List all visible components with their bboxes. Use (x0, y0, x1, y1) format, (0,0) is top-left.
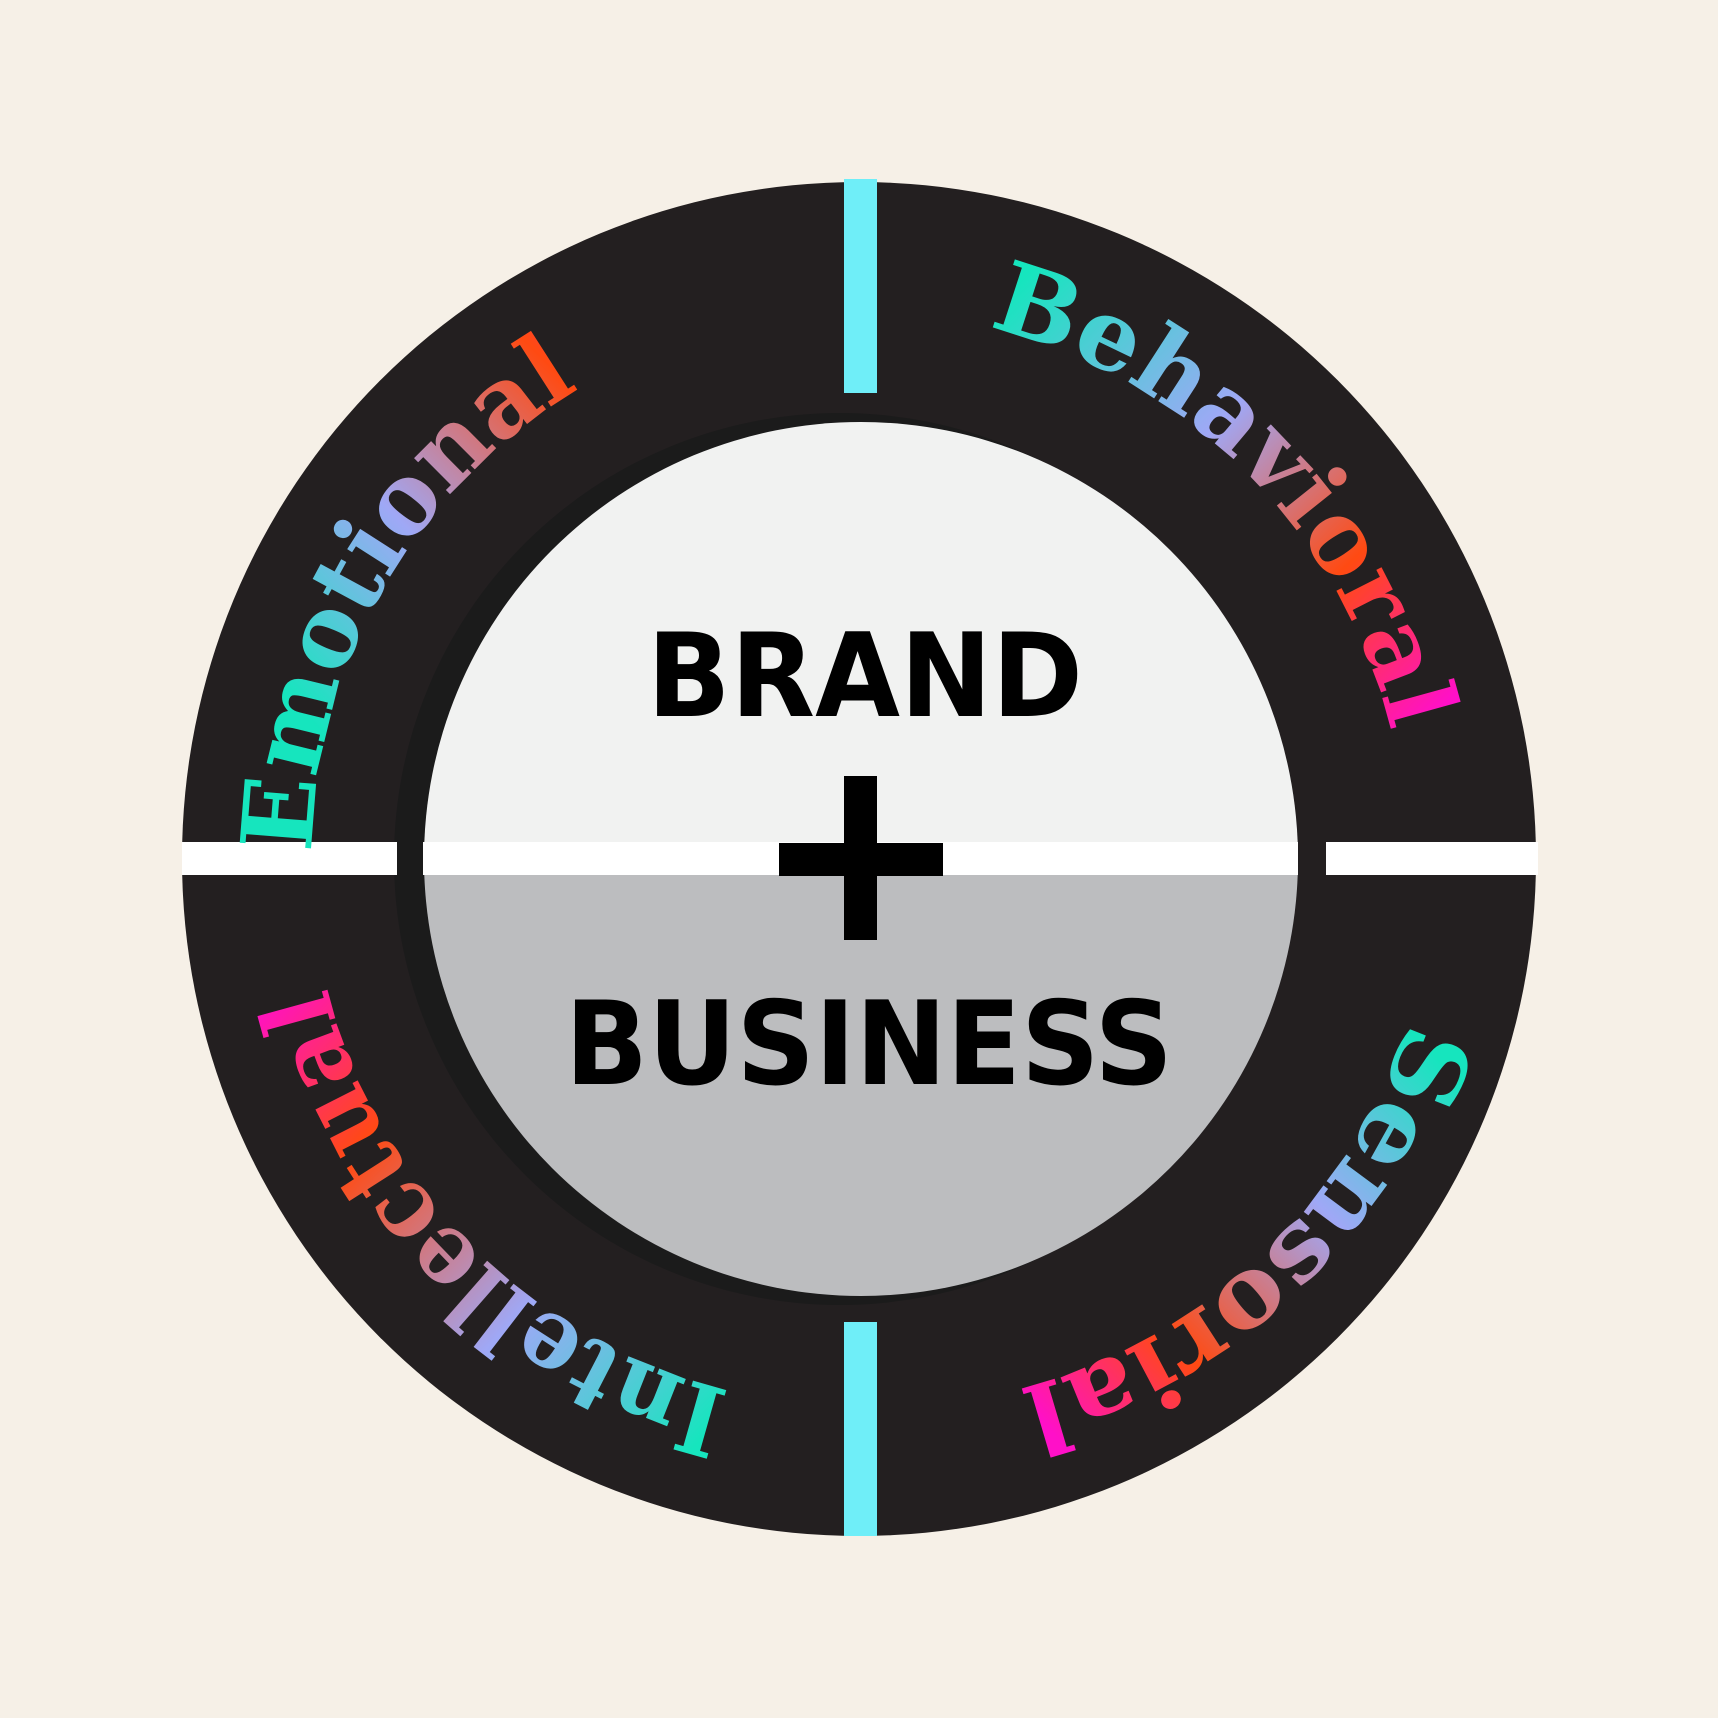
business-label: BUSINESS (565, 977, 1173, 1112)
brand-half (424, 422, 1298, 842)
plus-vertical-bar (844, 776, 877, 940)
right-divider (1326, 842, 1538, 875)
left-divider (182, 842, 397, 875)
brand-label: BRAND (647, 609, 1083, 744)
business-half (424, 875, 1298, 1296)
top-divider (844, 179, 877, 393)
bottom-divider (844, 1322, 877, 1536)
